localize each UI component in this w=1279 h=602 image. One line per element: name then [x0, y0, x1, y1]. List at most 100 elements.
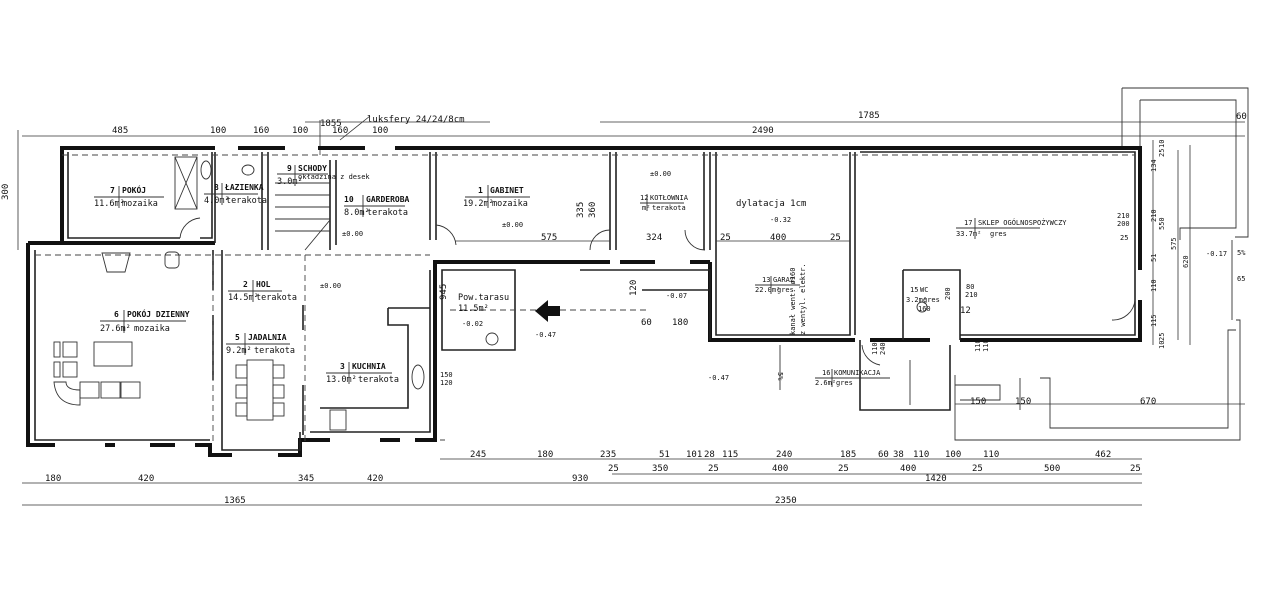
dim-label: 485 — [112, 126, 128, 136]
plan-label: ŁAZIENKA — [224, 183, 264, 192]
dim-label: 930 — [572, 474, 588, 484]
elevation-label: -0.47 — [535, 331, 556, 339]
plan-label: 6 — [114, 310, 119, 319]
plan-label: 400 — [770, 233, 786, 243]
door-swing — [684, 229, 706, 251]
fixtures — [53, 156, 1136, 431]
plan-label: 550 — [1158, 217, 1166, 230]
coffee-table-icon — [93, 341, 133, 367]
dim-label: 2490 — [752, 126, 774, 136]
dim-label: 245 — [470, 450, 486, 460]
plan-label: 5% — [776, 372, 784, 381]
plan-label: 670 — [1140, 397, 1156, 407]
plan-label: KUCHNIA — [352, 362, 386, 371]
elevation-label: -0.47 — [708, 374, 729, 382]
plan-label: 150 — [440, 371, 453, 379]
plan-label: terakota — [226, 196, 267, 206]
dim-label: 420 — [138, 474, 154, 484]
bathtub-sink-icon — [200, 160, 212, 180]
dim-label: 185 — [840, 450, 856, 460]
plan-label: 51 — [1150, 254, 1158, 262]
plan-label: 1 — [478, 186, 483, 195]
plan-label: 16 — [822, 369, 830, 377]
plan-label: 110 — [974, 339, 982, 352]
dim-label: 51 — [659, 450, 670, 460]
elevation-label: ±0.00 — [342, 230, 363, 238]
plan-label: 3.2m² — [906, 296, 927, 304]
plan-label: 3.0m² — [277, 177, 303, 187]
dim-label: 2350 — [775, 496, 797, 506]
plan-label: 11.5m² — [458, 304, 489, 314]
plan-label: 945 — [439, 284, 449, 300]
plan-label: SCHODY — [298, 164, 327, 173]
plan-label: 60 — [641, 318, 652, 328]
plan-label: 7 — [110, 186, 115, 195]
plan-label: 17 — [964, 219, 972, 227]
dylatacja-note: dylatacja 1cm — [736, 199, 806, 209]
plan-label: 13 — [762, 276, 770, 284]
plan-label: terakota — [652, 204, 686, 212]
plan-label: 210 — [965, 291, 978, 299]
dim-label: 400 — [772, 464, 788, 474]
door-swing — [861, 344, 881, 366]
plan-label: 2 — [243, 280, 248, 289]
interior-dimensions: 575 324 335 360 400 25 25 945 120 60 180… — [439, 202, 1246, 387]
walls — [26, 146, 1142, 457]
plan-label: 12 — [640, 194, 648, 202]
sofa-icon — [53, 341, 141, 406]
plan-label: gres — [990, 230, 1007, 238]
plan-label: 180 — [672, 318, 688, 328]
plan-label: 14.5m² — [228, 293, 259, 303]
plan-label: KOTŁOWNIA — [650, 194, 689, 202]
terrace-outline-right — [954, 87, 1249, 441]
plan-label: gres — [777, 286, 794, 294]
door-swing — [179, 217, 201, 239]
dim-label: 100 — [210, 126, 226, 136]
plan-label: 8.0m² — [344, 208, 370, 218]
elevation-label: ±0.00 — [502, 221, 523, 229]
plan-label: POKÓJ — [122, 184, 146, 195]
dim-label: 60 — [878, 450, 889, 460]
plan-label: 360 — [588, 202, 598, 218]
dim-label: 38 — [893, 450, 904, 460]
plan-label: 210 — [1117, 212, 1130, 220]
dim-label: 345 — [298, 474, 314, 484]
plan-label: 575 — [541, 233, 557, 243]
plan-label: 335 — [576, 202, 586, 218]
plan-label: GARDEROBA — [366, 195, 410, 204]
plan-label: m² — [642, 204, 650, 212]
dim-label: 235 — [600, 450, 616, 460]
dim-label: 100 — [292, 126, 308, 136]
dim-label: 180 — [537, 450, 553, 460]
dim-label: 400 — [900, 464, 916, 474]
top-dimensions: 485 100 160 100 160 100 1855 luksfery 24… — [1, 111, 1247, 250]
dim-label: 160 — [253, 126, 269, 136]
dim-label: 25 — [608, 464, 619, 474]
dim-label: 100 — [945, 450, 961, 460]
plan-label: 575 — [1170, 237, 1178, 250]
plan-label: terakota — [256, 293, 297, 303]
plan-label: WC — [920, 286, 928, 294]
elevation-label: -0.07 — [666, 292, 687, 300]
plan-label: 2.6m² — [815, 379, 836, 387]
column-icon — [485, 332, 499, 346]
dim-label: 350 — [652, 464, 668, 474]
vent-note: kanał went. ø160 — [789, 268, 797, 335]
dim-label: 100 — [372, 126, 388, 136]
plan-label: 10 — [1158, 140, 1166, 148]
